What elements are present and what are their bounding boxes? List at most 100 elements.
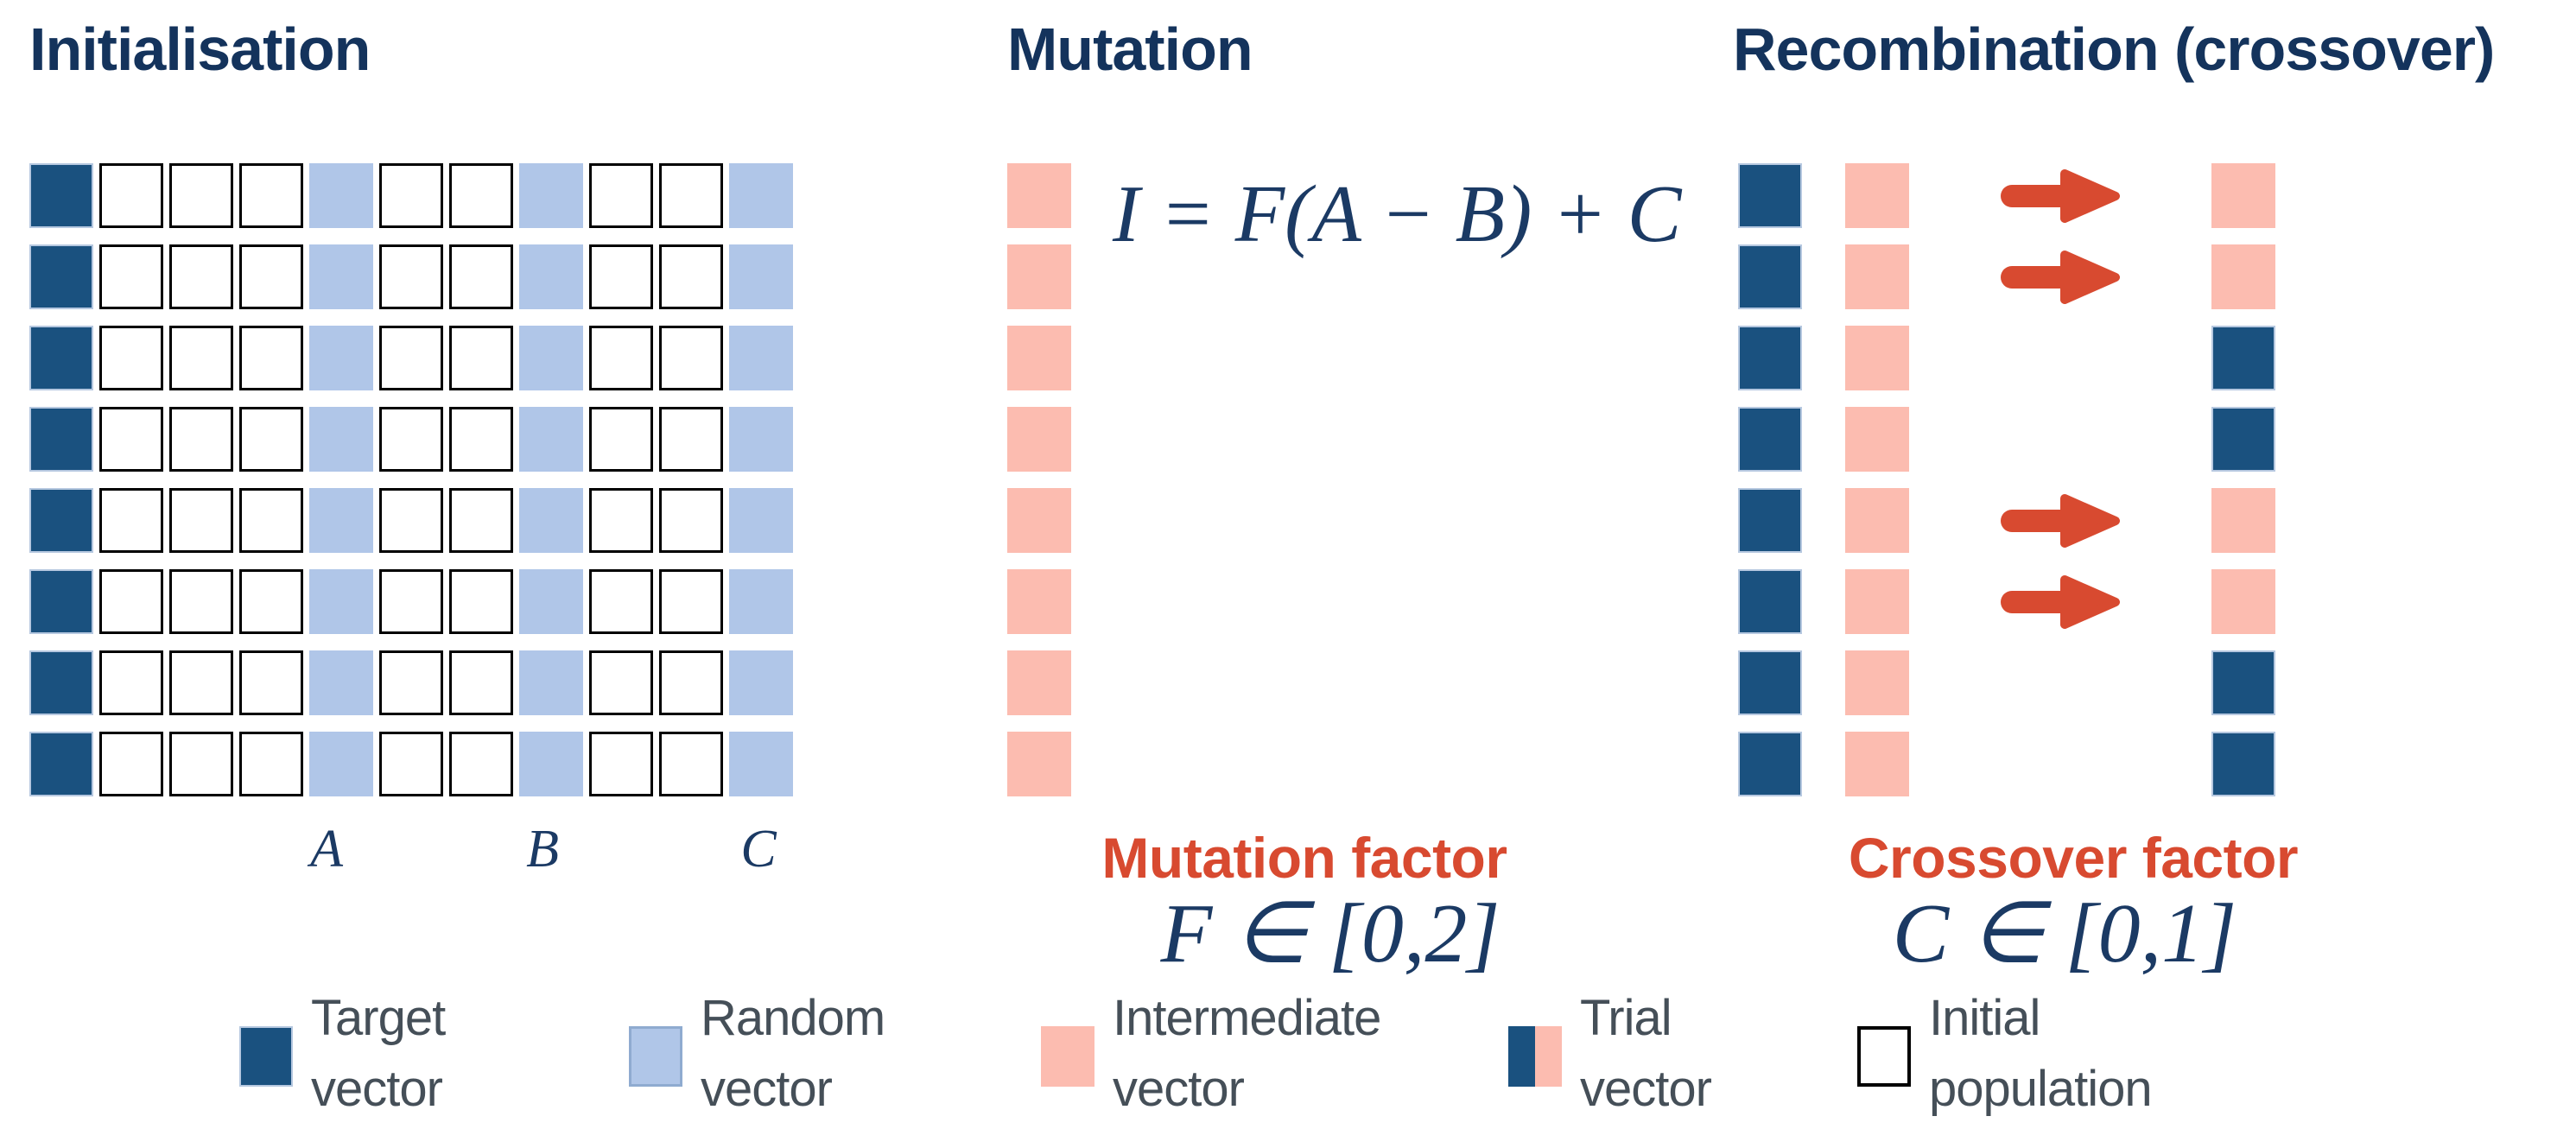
- initial-vector-cell: [589, 650, 653, 715]
- initial-vector-cell: [589, 326, 653, 390]
- initial-vector-cell: [379, 650, 443, 715]
- initial-vector-cell: [659, 569, 723, 634]
- initial-vector-cell: [379, 407, 443, 472]
- random-vector-cell: [309, 732, 373, 796]
- random-vector-cell: [519, 569, 583, 634]
- intermediate-vector-cell: [1845, 650, 1909, 715]
- intermediate-vector-cell: [1007, 244, 1071, 309]
- initial-vector-cell: [99, 244, 163, 309]
- initial-vector-cell: [99, 569, 163, 634]
- initial-vector-cell: [379, 569, 443, 634]
- mutation-formula: I = F(A − B) + C: [1113, 169, 1682, 259]
- random-vector-cell: [729, 650, 793, 715]
- initial-vector-cell: [379, 488, 443, 553]
- legend-swatch-trial: [1508, 1026, 1562, 1087]
- initial-vector-cell: [99, 163, 163, 228]
- initial-vector-cell: [99, 326, 163, 390]
- initial-vector-cell: [589, 407, 653, 472]
- initial-vector-cell: [239, 569, 303, 634]
- target-vector-cell: [2211, 407, 2275, 472]
- crossover-arrow-icon: [2001, 168, 2122, 225]
- target-vector-cell: [1738, 488, 1802, 553]
- intermediate-vector-cell: [1845, 407, 1909, 472]
- initialisation-title: Initialisation: [29, 16, 371, 83]
- target-vector-cell: [1738, 326, 1802, 390]
- initial-vector-cell: [449, 569, 513, 634]
- initial-vector-cell: [659, 326, 723, 390]
- initialisation-grid: [29, 163, 793, 796]
- recombination-title: Recombination (crossover): [1733, 16, 2495, 83]
- intermediate-vector-cell: [1845, 732, 1909, 796]
- crossover-arrow-icon: [2001, 249, 2122, 306]
- target-vector-cell: [1738, 407, 1802, 472]
- crossover-arrow-icon: [2001, 574, 2122, 631]
- crossover-factor-range: C ∈ [0,1]: [1892, 887, 2237, 980]
- intermediate-vector-cell: [1007, 163, 1071, 228]
- random-vector-cell: [309, 407, 373, 472]
- legend-swatch-initial: [1857, 1026, 1911, 1087]
- initial-vector-cell: [379, 326, 443, 390]
- random-vector-cell: [729, 732, 793, 796]
- random-vector-cell: [729, 488, 793, 553]
- initial-vector-cell: [99, 650, 163, 715]
- target-vector-cell: [1738, 650, 1802, 715]
- random-vector-cell: [729, 569, 793, 634]
- random-vector-cell: [519, 244, 583, 309]
- initial-vector-cell: [379, 244, 443, 309]
- initial-vector-cell: [169, 650, 233, 715]
- initial-vector-cell: [449, 732, 513, 796]
- target-vector-cell: [29, 732, 93, 796]
- initial-vector-cell: [169, 244, 233, 309]
- intermediate-vector-cell: [1845, 569, 1909, 634]
- initial-vector-cell: [449, 407, 513, 472]
- random-vector-cell: [309, 488, 373, 553]
- intermediate-vector-cell: [1845, 244, 1909, 309]
- intermediate-vector-cell: [2211, 244, 2275, 309]
- initial-vector-cell: [169, 163, 233, 228]
- target-vector-cell: [2211, 650, 2275, 715]
- crossover-arrow-icon: [2001, 492, 2122, 549]
- random-vector-cell: [729, 326, 793, 390]
- target-vector-cell: [1738, 163, 1802, 228]
- target-vector-cell: [1738, 732, 1802, 796]
- random-vector-cell: [309, 569, 373, 634]
- intermediate-vector-cell: [1007, 407, 1071, 472]
- target-vector-cell: [2211, 326, 2275, 390]
- initial-vector-cell: [169, 407, 233, 472]
- initial-vector-cell: [239, 326, 303, 390]
- intermediate-vector-cell: [1845, 326, 1909, 390]
- intermediate-vector-cell: [1845, 488, 1909, 553]
- random-vector-cell: [309, 244, 373, 309]
- initial-vector-cell: [169, 569, 233, 634]
- random-vector-cell: [729, 244, 793, 309]
- initial-vector-cell: [449, 244, 513, 309]
- intermediate-vector-cell: [1007, 326, 1071, 390]
- random-vector-cell: [309, 326, 373, 390]
- initial-vector-cell: [659, 488, 723, 553]
- initial-vector-cell: [449, 488, 513, 553]
- initial-vector-cell: [239, 244, 303, 309]
- recombination-target-column: [1738, 163, 1802, 796]
- target-vector-cell: [1738, 569, 1802, 634]
- intermediate-vector-cell: [2211, 488, 2275, 553]
- initial-vector-cell: [449, 163, 513, 228]
- initial-vector-cell: [659, 407, 723, 472]
- initial-vector-cell: [659, 244, 723, 309]
- intermediate-vector-cell: [2211, 569, 2275, 634]
- initial-vector-cell: [589, 732, 653, 796]
- initial-vector-cell: [169, 732, 233, 796]
- target-vector-cell: [29, 407, 93, 472]
- random-vector-cell: [729, 407, 793, 472]
- random-vector-cell: [519, 732, 583, 796]
- legend-swatch-intermediate: [1041, 1026, 1094, 1087]
- column-label-a: A: [310, 820, 343, 878]
- initial-vector-cell: [659, 732, 723, 796]
